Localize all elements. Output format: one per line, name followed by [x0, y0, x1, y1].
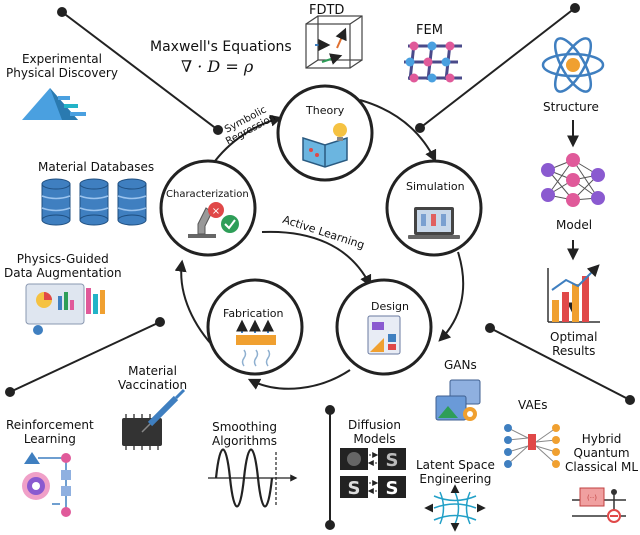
characterization-node — [159, 159, 257, 257]
atom-icon — [541, 37, 605, 93]
reinforcement-line1: Reinforcement — [6, 418, 94, 432]
cycle-arrows — [174, 99, 579, 390]
physics-guided-label: Physics-Guided Data Augmentation — [4, 252, 122, 280]
material-vaccination-label: Material Vaccination — [118, 364, 187, 392]
latent-line2: Engineering — [419, 472, 492, 486]
heated-plate-icon — [236, 319, 276, 367]
fdtd-label: FDTD — [309, 3, 345, 18]
diffusion-grid-icon: S S S — [340, 448, 406, 499]
hybrid-line1: Hybrid — [581, 432, 622, 446]
theory-node — [276, 84, 374, 182]
diffusion-line2: Models — [353, 432, 396, 446]
flowchart-icon — [22, 452, 71, 517]
spoke-bottom-left — [9, 321, 161, 393]
blueprint-icon — [367, 315, 401, 355]
structure-label: Structure — [543, 100, 599, 114]
svg-text:S: S — [348, 478, 361, 499]
reinforcement-learning-label: Reinforcement Learning — [6, 418, 94, 446]
book-bulb-icon — [302, 123, 348, 168]
experimental-discovery-label: Experimental Physical Discovery — [6, 52, 118, 80]
material-vaccination-line2: Vaccination — [118, 378, 188, 392]
vae-network-icon — [504, 424, 560, 468]
svg-text:(··): (··) — [587, 494, 597, 502]
images-icon — [435, 379, 481, 421]
diffusion-line1: Diffusion — [348, 418, 401, 432]
fem-label: FEM — [416, 23, 443, 38]
latent-line1: Latent Space — [416, 458, 495, 472]
experimental-line1: Experimental — [21, 52, 102, 66]
optimal-results-label: Optimal Results — [550, 330, 597, 358]
fdtd-cube-icon — [305, 15, 363, 69]
chip-syringe-icon — [122, 388, 186, 450]
pyramid-icon — [22, 88, 86, 120]
quantum-circuit-icon: (··) — [572, 487, 626, 523]
fabrication-label: Fabrication — [223, 307, 284, 320]
database-icon — [41, 178, 147, 226]
results-chart-icon — [547, 264, 600, 323]
hybrid-line2: Quantum — [573, 446, 630, 460]
spoke-top-right — [419, 7, 576, 129]
material-vaccination-line1: Material — [128, 364, 177, 378]
design-label: Design — [371, 300, 409, 313]
vaes-label: VAEs — [518, 398, 548, 412]
maxwell-title: Maxwell's Equations — [150, 39, 292, 55]
experimental-line2: Physical Discovery — [6, 66, 118, 80]
smoothing-line2: Algorithms — [212, 434, 278, 448]
maxwell-equation: ∇ · D = ρ — [181, 57, 254, 76]
material-databases-label: Material Databases — [38, 160, 155, 174]
model-label: Model — [556, 218, 593, 232]
laptop-icon — [408, 207, 460, 239]
microscope-icon: × — [188, 202, 239, 238]
gans-label: GANs — [444, 358, 477, 372]
physics-guided-line1: Physics-Guided — [16, 252, 109, 266]
smoothing-algorithms-label: Smoothing Algorithms — [212, 420, 277, 448]
svg-text:S: S — [386, 450, 399, 471]
physics-guided-line2: Data Augmentation — [4, 266, 122, 280]
latent-mesh-icon — [424, 484, 486, 532]
sine-wave-icon — [208, 448, 298, 508]
diffusion-models-label: Diffusion Models — [348, 418, 401, 446]
theory-label: Theory — [306, 104, 345, 117]
simulation-label: Simulation — [406, 180, 465, 193]
fem-mesh-icon — [404, 41, 462, 83]
svg-text:S: S — [386, 478, 399, 499]
spoke-top-left — [61, 11, 219, 131]
hybrid-quantum-label: Hybrid Quantum Classical ML — [565, 432, 638, 474]
dashboard-icon — [25, 283, 105, 335]
hybrid-line3: Classical ML — [565, 460, 639, 474]
latent-space-label: Latent Space Engineering — [416, 458, 495, 486]
neural-network-icon — [541, 153, 605, 207]
optimal-line1: Optimal — [550, 330, 598, 344]
characterization-label: Characterization — [166, 189, 249, 200]
optimal-line2: Results — [552, 344, 596, 358]
svg-text:×: × — [212, 206, 220, 217]
smoothing-line1: Smoothing — [212, 420, 277, 434]
reinforcement-line2: Learning — [23, 432, 76, 446]
spoke-lines — [5, 3, 635, 530]
spoke-bottom-right — [489, 327, 631, 401]
